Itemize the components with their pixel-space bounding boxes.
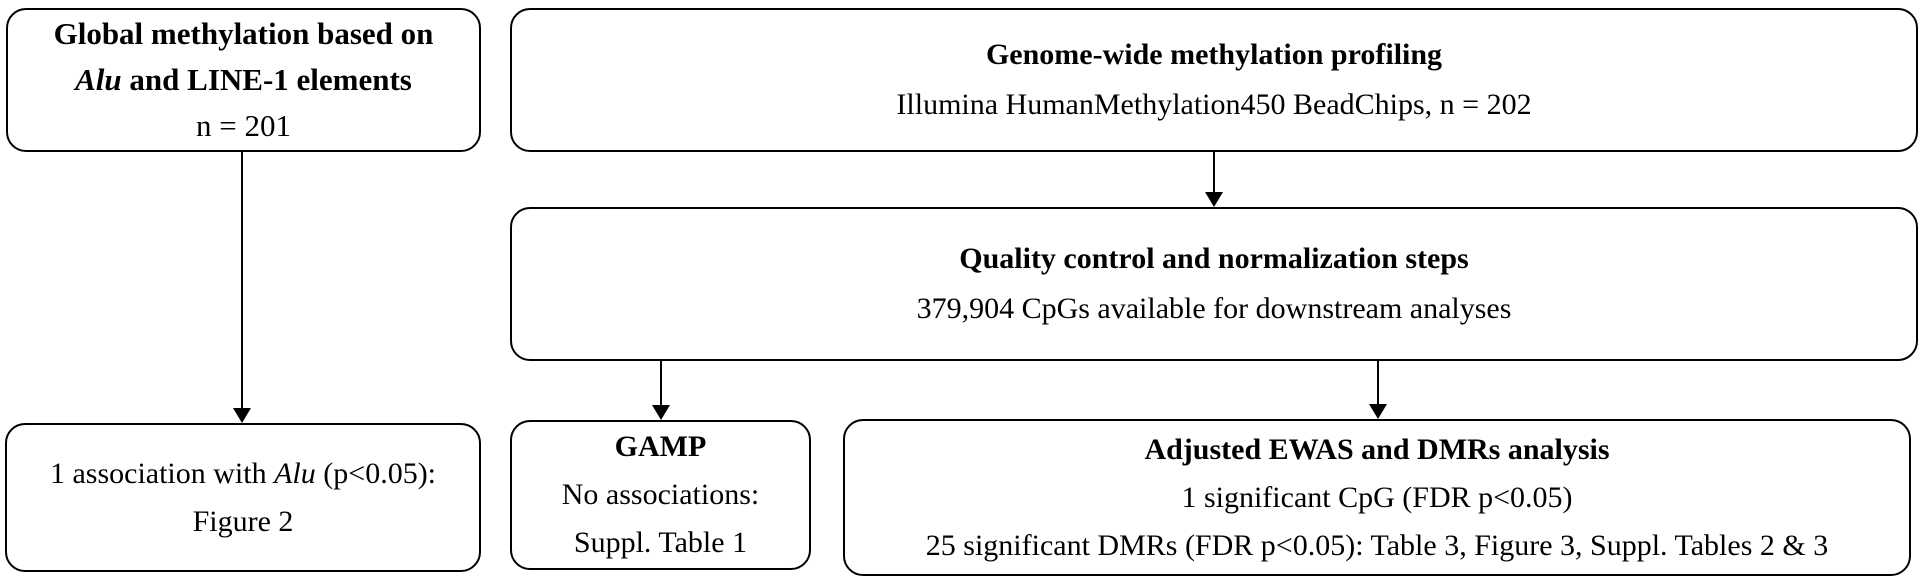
global-methylation-title-line1: Global methylation based on (53, 16, 434, 51)
arrow-down-icon (652, 405, 670, 420)
association-pre-label: 1 association with (49, 456, 275, 490)
box-alu-association: 1 association with Alu (p<0.05): Figure … (5, 423, 481, 572)
arrow-shaft (659, 361, 663, 405)
quality-control-subtitle: 379,904 CpGs available for downstream an… (916, 292, 1512, 325)
global-methylation-title-line2: Alu and LINE-1 elements (75, 57, 412, 103)
box-quality-control: Quality control and normalization steps … (510, 207, 1918, 361)
arrow-quality-to-ewas (1369, 361, 1387, 419)
association-post-label: (p<0.05): (315, 456, 437, 490)
arrow-shaft (1376, 361, 1380, 404)
arrow-down-icon (233, 408, 251, 423)
gamp-title: GAMP (614, 430, 707, 463)
global-methylation-sample-size: n = 201 (196, 108, 291, 143)
alu-association-line1: 1 association with Alu (p<0.05): (50, 450, 436, 498)
box-ewas-dmrs-analysis: Adjusted EWAS and DMRs analysis 1 signif… (843, 419, 1911, 576)
gamp-result: No associations: (561, 478, 760, 511)
box-genome-wide-profiling: Genome-wide methylation profiling Illumi… (510, 8, 1918, 152)
arrow-down-icon (1205, 192, 1223, 207)
alu-italic-label: Alu (75, 62, 122, 97)
quality-control-title: Quality control and normalization steps (959, 242, 1469, 275)
line1-elements-label: and LINE-1 elements (121, 62, 412, 97)
arrow-shaft (240, 152, 244, 408)
arrow-shaft (1212, 152, 1216, 192)
genome-profiling-subtitle: Illumina HumanMethylation450 BeadChips, … (896, 88, 1532, 121)
arrow-genome-to-quality (1205, 152, 1223, 207)
alu-association-figure-ref: Figure 2 (192, 504, 294, 538)
box-global-methylation: Global methylation based on Alu and LINE… (6, 8, 481, 152)
arrow-global-to-association (233, 152, 251, 423)
alu-italic-label: Alu (274, 456, 316, 490)
ewas-cpg-result: 1 significant CpG (FDR p<0.05) (1181, 480, 1573, 514)
gamp-table-ref: Suppl. Table 1 (573, 526, 748, 559)
arrow-down-icon (1369, 404, 1387, 419)
box-gamp: GAMP No associations: Suppl. Table 1 (510, 420, 811, 570)
arrow-quality-to-gamp (652, 361, 670, 420)
ewas-dmr-result: 25 significant DMRs (FDR p<0.05): Table … (925, 528, 1829, 562)
ewas-title: Adjusted EWAS and DMRs analysis (1144, 432, 1610, 466)
genome-profiling-title: Genome-wide methylation profiling (985, 38, 1443, 71)
